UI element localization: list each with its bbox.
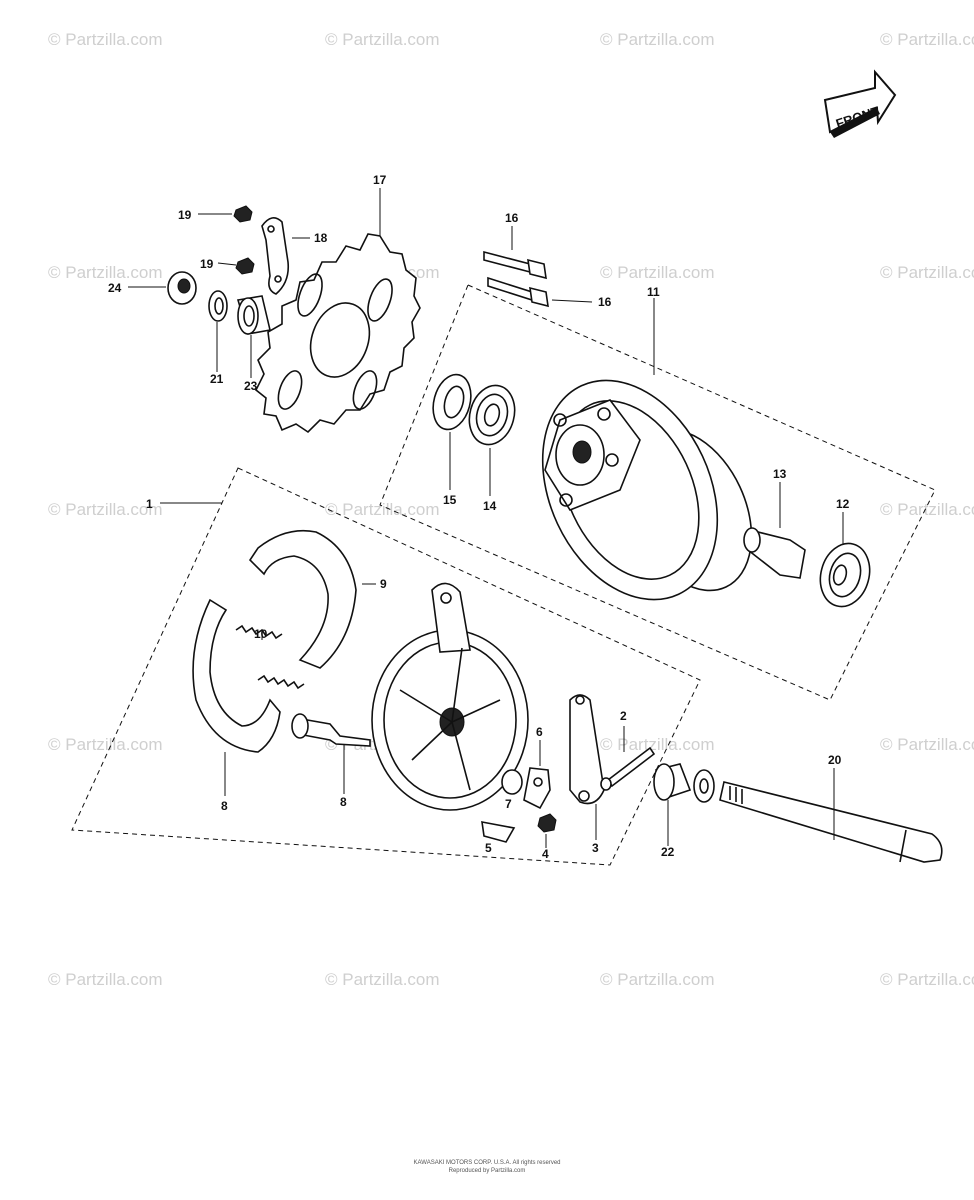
- callout-9: 9: [380, 577, 387, 591]
- brake-assembly-boundary: [71, 467, 701, 866]
- watermark: © Partzilla.com: [880, 30, 974, 49]
- wheel-hub: [541, 379, 753, 601]
- axle-20: [719, 781, 943, 863]
- lock-plate-18: [261, 217, 290, 295]
- watermark: © Partzilla.com: [880, 500, 974, 519]
- callout-3: 3: [592, 841, 599, 855]
- callout-22: 22: [661, 845, 675, 859]
- callout-1: 1: [146, 497, 153, 511]
- callout-10: 10: [254, 627, 268, 641]
- watermark: © Partzilla.com: [325, 970, 440, 989]
- oil-seal-15: [432, 373, 472, 431]
- callout-17: 17: [373, 173, 387, 187]
- callouts: 19 19 18 24 21 23 17 16 16 11 15 14 13 1…: [108, 173, 850, 861]
- nut-24: [167, 271, 197, 305]
- callout-2: 2: [620, 709, 627, 723]
- callout-14: 14: [483, 499, 497, 513]
- callout-23: 23: [244, 379, 258, 393]
- brake-shoe-9: [248, 529, 357, 669]
- footer-line-1: KAWASAKI MOTORS CORP. U.S.A. All rights …: [413, 1160, 561, 1166]
- callout-19b: 19: [200, 257, 214, 271]
- sprocket: [254, 233, 421, 434]
- brake-indicator-6: [523, 767, 551, 810]
- watermark: © Partzilla.com: [48, 735, 163, 754]
- callout-21: 21: [210, 372, 224, 386]
- watermark: © Partzilla.com: [600, 263, 715, 282]
- callout-6: 6: [536, 725, 543, 739]
- callout-20: 20: [828, 753, 842, 767]
- cam-lever-3: [569, 694, 605, 805]
- watermark: © Partzilla.com: [600, 30, 715, 49]
- front-arrow: FRONT: [823, 69, 897, 138]
- watermark: © Partzilla.com: [880, 263, 974, 282]
- leader-lines: [128, 188, 844, 848]
- callout-16a: 16: [505, 211, 519, 225]
- callout-16b: 16: [598, 295, 612, 309]
- nut-19-upper: [233, 205, 253, 223]
- watermark: © Partzilla.com: [880, 735, 974, 754]
- callout-24: 24: [108, 281, 122, 295]
- watermark: © Partzilla.com: [880, 970, 974, 989]
- bolt-16-lower: [487, 276, 549, 308]
- callout-18: 18: [314, 231, 328, 245]
- callout-13: 13: [773, 467, 787, 481]
- callout-11: 11: [647, 285, 660, 299]
- seal-7: [501, 769, 523, 795]
- brake-panel: [371, 582, 529, 811]
- callout-5: 5: [485, 841, 492, 855]
- washer-21: [208, 290, 228, 322]
- callout-12: 12: [836, 497, 850, 511]
- watermark: © Partzilla.com: [600, 970, 715, 989]
- watermark: © Partzilla.com: [48, 970, 163, 989]
- watermark: © Partzilla.com: [325, 500, 440, 519]
- cam-8: [291, 713, 371, 747]
- watermark: © Partzilla.com: [325, 30, 440, 49]
- footer-line-2: Reproduced by Partzilla.com: [448, 1168, 526, 1174]
- washer-axle: [693, 769, 715, 803]
- bolt-16-upper: [483, 250, 547, 280]
- callout-19a: 19: [178, 208, 192, 222]
- brake-shoe-8: [192, 598, 281, 753]
- watermark: © Partzilla.com: [48, 263, 163, 282]
- watermark: © Partzilla.com: [48, 500, 163, 519]
- callout-8-shoe: 8: [221, 799, 228, 813]
- callout-4: 4: [542, 847, 549, 861]
- spring-10: [235, 624, 305, 690]
- bearing-12: [819, 542, 871, 608]
- hub-assembly-boundary: [379, 284, 936, 701]
- watermark: © Partzilla.com: [48, 30, 163, 49]
- dust-seal-5: [481, 821, 516, 843]
- nut-19-lower: [235, 257, 255, 275]
- nut-4: [537, 813, 557, 833]
- collar-22: [653, 763, 692, 801]
- callout-7: 7: [505, 797, 512, 811]
- callout-15: 15: [443, 493, 457, 507]
- collar-13: [743, 527, 806, 579]
- callout-8-cam: 8: [340, 795, 347, 809]
- bearing-14: [468, 384, 516, 446]
- bolt-2: [600, 746, 656, 791]
- watermark: © Partzilla.com: [600, 735, 715, 754]
- collar-23: [236, 295, 271, 335]
